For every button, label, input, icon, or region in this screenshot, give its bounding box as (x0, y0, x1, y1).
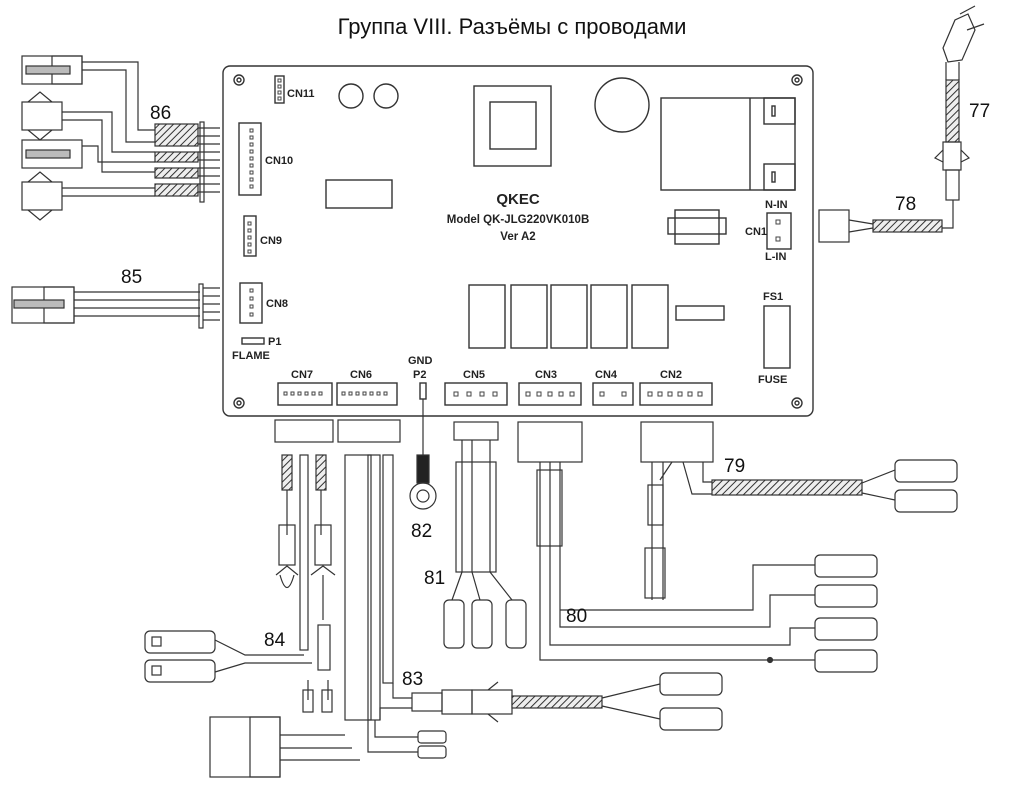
board-version: Ver A2 (500, 231, 535, 243)
main-relay (660, 97, 796, 191)
l-in-label: L-IN (765, 251, 786, 263)
part-number-84: 84 (264, 630, 286, 651)
harness-80 (517, 421, 878, 673)
cn4-label: CN4 (595, 369, 618, 381)
large-capacitor (594, 77, 650, 133)
connector-pins (247, 78, 781, 397)
harness-83 (379, 672, 723, 731)
cn7-connector (277, 382, 333, 406)
part-number-86: 86 (150, 103, 171, 124)
cn2-label: CN2 (660, 369, 682, 381)
cn11-label: CN11 (287, 88, 315, 100)
cn1-connector (766, 212, 792, 250)
cn5-label: CN5 (463, 369, 485, 381)
part-number-78: 78 (895, 194, 916, 215)
cn7-label: CN7 (291, 369, 313, 381)
part-number-80: 80 (566, 606, 587, 627)
transformer (473, 85, 552, 167)
capacitor (338, 83, 364, 109)
p1-label: P1 (268, 336, 281, 348)
line-filter (674, 209, 720, 245)
fuse (763, 305, 791, 369)
cn10-connector (238, 122, 262, 196)
cn10-label: CN10 (265, 155, 293, 167)
relays (468, 284, 669, 349)
part-number-83: 83 (402, 669, 423, 690)
cn6-label: CN6 (350, 369, 372, 381)
ground-terminal-82 (409, 399, 437, 510)
part-number-85: 85 (121, 267, 142, 288)
p1-pad (241, 337, 265, 345)
cn3-connector (518, 382, 582, 406)
resistor (675, 305, 725, 321)
fs1-label: FS1 (763, 291, 783, 303)
cn11-connector (274, 75, 285, 104)
cn1-label: CN1 (745, 226, 767, 238)
cn3-label: CN3 (535, 369, 557, 381)
power-cord-77 (933, 5, 985, 201)
p2-pad (419, 382, 427, 400)
cn4-connector (592, 382, 634, 406)
n-in-label: N-IN (765, 199, 788, 211)
part-number-82: 82 (411, 521, 432, 542)
harness-78 (818, 200, 954, 243)
mounting-holes (233, 74, 803, 409)
harness-79 (640, 421, 958, 600)
harness-84 (144, 419, 447, 778)
ic-chip (325, 179, 393, 209)
cn9-connector (243, 215, 257, 257)
capacitor (373, 83, 399, 109)
cn9-label: CN9 (260, 235, 282, 247)
gnd-label: GND (408, 355, 433, 367)
part-number-77: 77 (969, 101, 990, 122)
fuse-label: FUSE (758, 374, 787, 386)
harness-85 (11, 283, 220, 329)
part-number-79: 79 (724, 456, 745, 477)
cn8-connector (239, 282, 263, 324)
diagram-title: Группа VIII. Разъёмы с проводами (337, 14, 687, 39)
cn8-label: CN8 (266, 298, 288, 310)
cn5-connector (444, 382, 508, 406)
part-number-81: 81 (424, 568, 445, 589)
board-model: Model QK-JLG220VK010B (447, 214, 590, 226)
board-brand: QKEC (496, 191, 540, 208)
flame-label: FLAME (232, 350, 270, 362)
pcb-board (222, 65, 814, 417)
p2-label: P2 (413, 369, 426, 381)
cn6-connector (336, 382, 398, 406)
harness-81 (443, 421, 527, 649)
harness-86 (21, 55, 220, 221)
cn2-connector (639, 382, 713, 406)
